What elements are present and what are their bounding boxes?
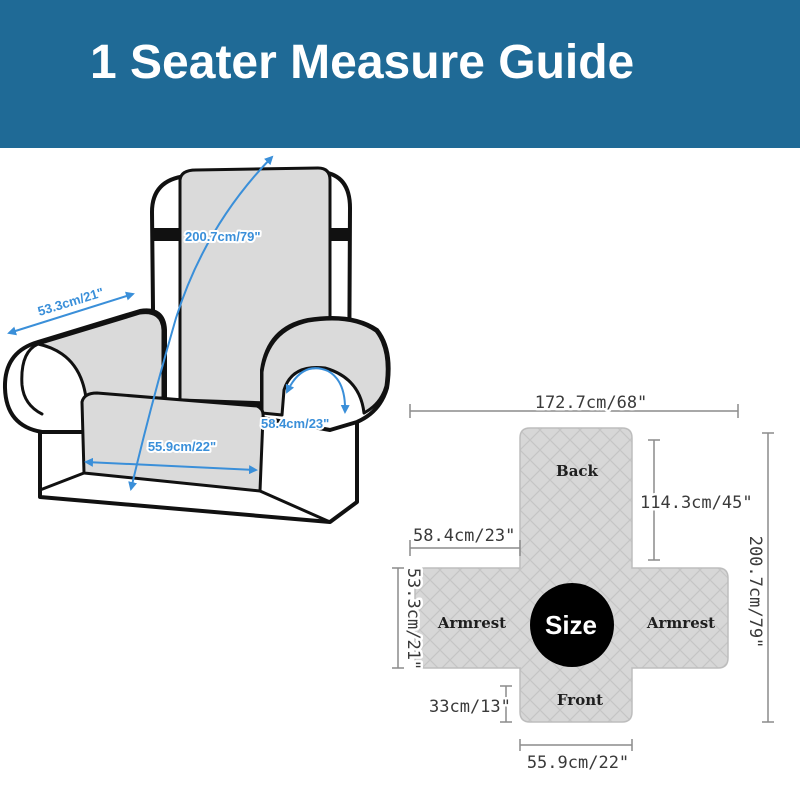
front-width-label: 55.9cm/22" [527, 753, 629, 773]
armrest-length-line [392, 567, 404, 669]
header-banner: 1 Seater Measure Guide [0, 0, 800, 148]
base-front-edge [38, 471, 332, 524]
chair-drawing [2, 166, 391, 524]
left-arm-roll-line [20, 342, 44, 416]
right-strap [330, 228, 350, 241]
armrest-length-label: 53.3cm/21" [403, 568, 423, 670]
arm-height-arrow [285, 367, 350, 414]
total-width-label: 172.7cm/68" [535, 393, 648, 413]
panel-front-label: Front [557, 691, 603, 709]
front-length-label: 33cm/13" [429, 697, 511, 717]
arm-width-arrow [7, 291, 135, 336]
cover-cross-shape [414, 427, 729, 723]
back-length-label: 114.3cm/45" [640, 493, 753, 513]
seat-width-arrow [84, 457, 258, 475]
panel-back-label: Back [556, 462, 599, 480]
front-length-line [500, 685, 512, 723]
total-width-line [409, 404, 739, 418]
chair-seat-width-label: 55.9cm/22" [148, 439, 216, 454]
size-badge [530, 583, 614, 667]
total-length-label: 200.7cm/79" [745, 536, 765, 649]
layout-dimension-lines [392, 404, 774, 751]
front-width-line [519, 739, 633, 751]
panel-armrest-right-label: Armrest [646, 614, 715, 632]
panel-armrest-left-label: Armrest [437, 614, 506, 632]
chair-dimensions [7, 155, 350, 491]
size-badge-label: Size [545, 610, 597, 640]
back-length-line [648, 439, 660, 561]
page-title: 1 Seater Measure Guide [90, 36, 635, 89]
left-strap [152, 228, 180, 241]
back-length-arrow [128, 155, 274, 491]
armrest-width-line [409, 540, 521, 556]
chair-back-length-label: 200.7cm/79" [185, 229, 261, 244]
armrest-width-label: 58.4cm/23" [413, 526, 515, 546]
total-length-line [762, 432, 774, 723]
flat-cover-layout: Back Armrest Armrest Front Size [414, 427, 729, 723]
chair-arm-height-label: 58.4cm/23" [261, 416, 329, 431]
